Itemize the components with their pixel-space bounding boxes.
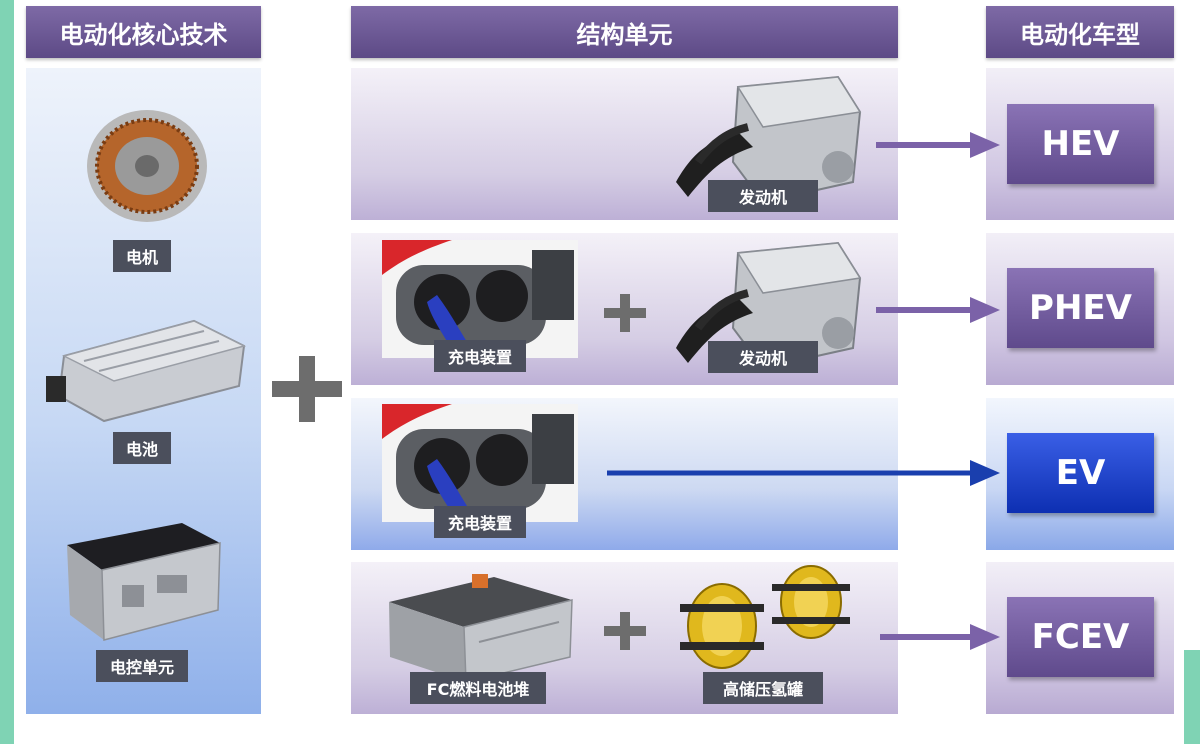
item-label-hydrogen-tank: 高储压氢罐 — [703, 672, 823, 704]
motor-icon — [87, 110, 207, 222]
fuel-cell-stack-icon — [389, 574, 573, 683]
arrow-ev — [607, 460, 1000, 486]
structure-header: 结构单元 — [351, 6, 898, 58]
plus-icon-phev — [604, 294, 646, 332]
plus-icon-fcev — [604, 612, 646, 650]
vehicle-type-phev: PHEV — [1007, 268, 1154, 348]
arrow-hev — [876, 132, 1000, 158]
vehicle-type-hev: HEV — [1007, 104, 1154, 184]
left-edge-accent — [0, 0, 14, 744]
vehicle-types-header: 电动化车型 — [986, 6, 1174, 58]
component-label-control-unit: 电控单元 — [96, 650, 188, 682]
arrow-fcev — [880, 624, 1000, 650]
component-label-motor: 电机 — [113, 240, 171, 272]
charging-port-icon — [382, 240, 578, 358]
battery-icon — [46, 319, 247, 423]
item-label-engine-phev: 发动机 — [708, 341, 818, 373]
item-label-charger-phev: 充电装置 — [434, 340, 526, 372]
vehicle-type-fcev: FCEV — [1007, 597, 1154, 677]
engine-icon — [676, 75, 862, 204]
arrow-phev — [876, 297, 1000, 323]
big-plus-icon — [272, 356, 342, 422]
component-label-battery: 电池 — [113, 432, 171, 464]
item-label-fuel-cell: FC燃料电池堆 — [410, 672, 546, 704]
core-tech-header: 电动化核心技术 — [26, 6, 261, 58]
right-edge-accent — [1184, 650, 1200, 744]
item-label-charger-ev: 充电装置 — [434, 506, 526, 538]
charging-port-icon — [382, 404, 578, 522]
control-unit-icon — [67, 523, 221, 641]
hydrogen-tank-icon — [680, 565, 850, 669]
item-label-engine-hev: 发动机 — [708, 180, 818, 212]
vehicle-type-ev: EV — [1007, 433, 1154, 513]
engine-icon — [676, 241, 862, 370]
